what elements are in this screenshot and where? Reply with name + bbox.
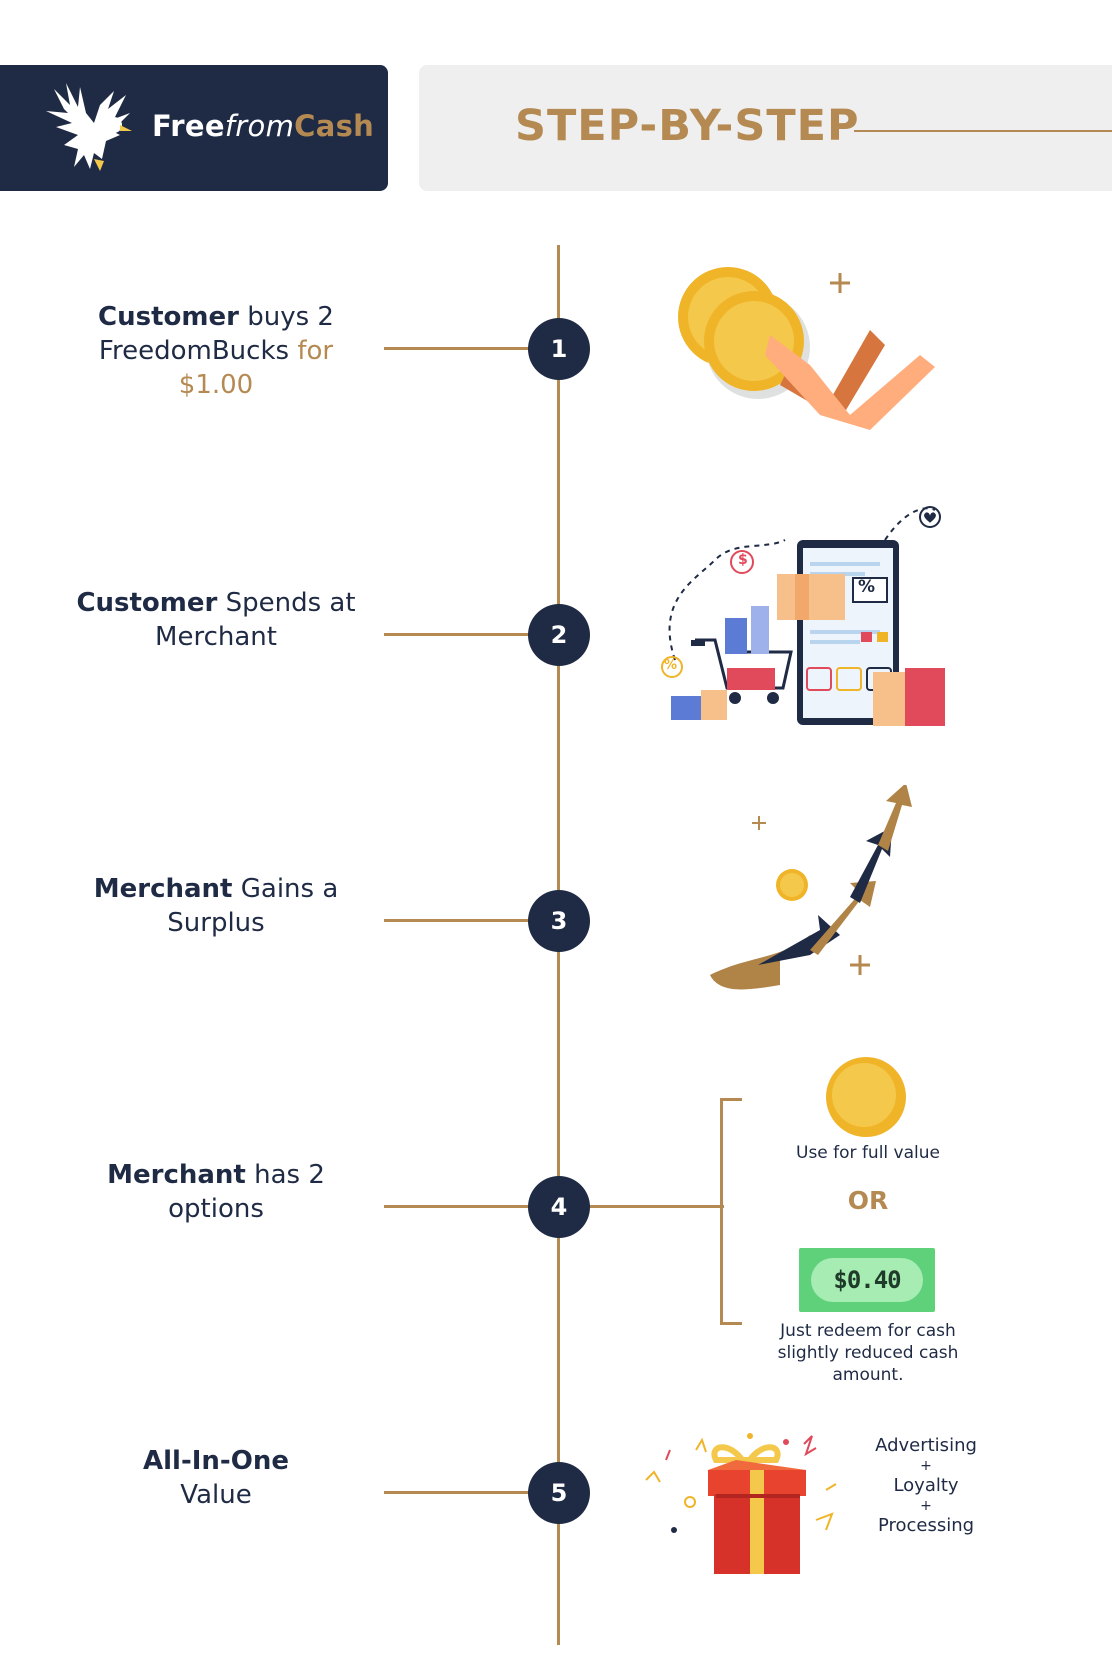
step-2-text: Customer Spends at Merchant [76,588,356,652]
value-item-processing: Processing [877,1515,975,1536]
step-1-text: Customer buys 2 FreedomBucks for$1.00 [98,302,334,400]
header-bar: STEP-BY-STEP [419,65,1112,191]
percent-tag-icon: % [664,658,678,673]
option-bracket [720,1098,723,1325]
percent-icon: % [858,577,876,597]
dollar-icon: $ [738,552,748,568]
gold-coin-icon [826,1057,906,1137]
value-stack: Advertising + Loyalty + Processing [856,1435,996,1537]
option-bracket-bottom [720,1322,742,1325]
or-label: OR [847,1186,889,1215]
header-divider [854,130,1112,132]
brand-name: FreefromCash [152,109,375,143]
step-2-badge: 2 [528,604,590,666]
step-5-connector [384,1491,560,1494]
value-plus-2: + [920,1498,932,1514]
logo-box: FreefromCash [0,65,388,191]
bill-amount: $0.40 [811,1258,923,1302]
eagle-logo-icon [40,83,132,171]
step-2-connector [384,633,560,636]
shopping-phone-illustration [661,506,945,726]
step-5-badge: 5 [528,1462,590,1524]
value-item-advertising: Advertising [875,1435,977,1456]
step-3-badge: 3 [528,890,590,952]
page-title: STEP-BY-STEP [515,101,860,151]
full-value-label: Use for full value [796,1143,940,1163]
option-bracket-top [720,1098,742,1101]
step-1-connector [384,347,560,350]
step-4-text: Merchant has 2 options [107,1160,325,1224]
redeem-description: Just redeem for cash slightly reduced ca… [777,1321,959,1385]
step-3-connector [384,919,560,922]
coins-hand-illustration [678,267,935,430]
gift-box-illustration [645,1433,837,1574]
value-plus-1: + [920,1458,932,1474]
cash-bill-icon: $0.40 [799,1248,935,1312]
value-item-loyalty: Loyalty [893,1475,959,1496]
step-4-badge: 4 [528,1176,590,1238]
step-1-badge: 1 [528,318,590,380]
step-3-text: Merchant Gains a Surplus [93,874,339,938]
growth-arrow-illustration [710,785,912,990]
